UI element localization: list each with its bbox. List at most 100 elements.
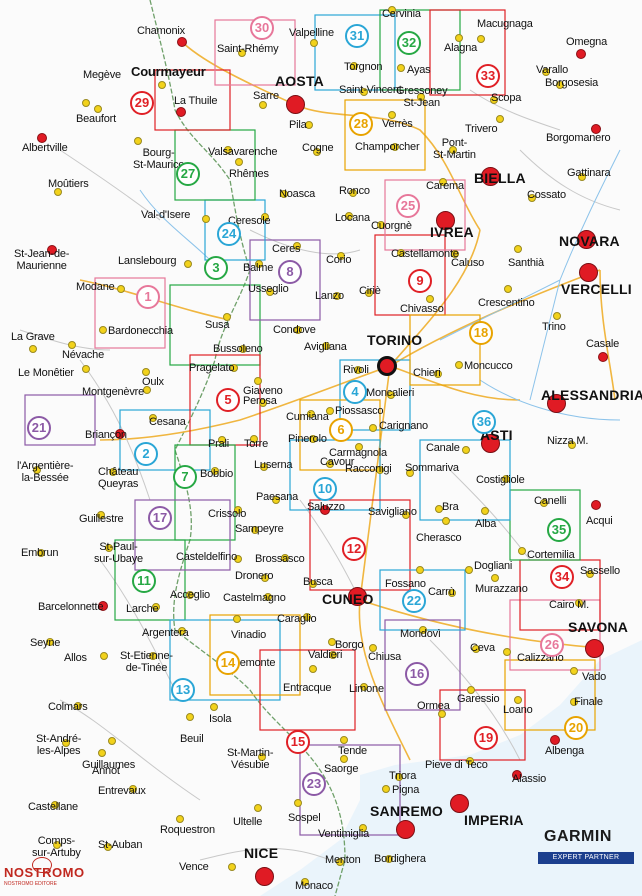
sheet-number-badge[interactable]: 32 [397, 31, 421, 55]
sheet-number-badge[interactable]: 27 [176, 162, 200, 186]
town-dot [466, 757, 474, 765]
city-dot [576, 229, 596, 249]
town-label: Brossasco [255, 553, 305, 565]
town-label: Pinerolo [288, 433, 327, 445]
sheet-number-badge[interactable]: 19 [474, 726, 498, 750]
sheet-number-badge[interactable]: 35 [547, 518, 571, 542]
town-dot [448, 589, 456, 597]
sheet-number-badge[interactable]: 8 [278, 260, 302, 284]
town-dot [74, 702, 82, 710]
sheet-frame [314, 14, 396, 91]
sheet-number-badge[interactable]: 23 [302, 772, 326, 796]
town-label: Monaco [295, 880, 333, 892]
sheet-number-badge[interactable]: 3 [204, 256, 228, 280]
town-dot [438, 710, 446, 718]
town-dot [340, 736, 348, 744]
town-label: Avigliana [304, 341, 347, 353]
town-dot-red [320, 505, 330, 515]
sheet-number-badge[interactable]: 13 [171, 678, 195, 702]
sheet-number-badge[interactable]: 1 [136, 285, 160, 309]
town-label: Albenga [545, 745, 584, 757]
town-label: Nizza M. [547, 435, 589, 447]
sheet-number-badge[interactable]: 33 [476, 64, 500, 88]
town-dot [235, 158, 243, 166]
sheet-number-badge[interactable]: 12 [342, 537, 366, 561]
town-dot [490, 96, 498, 104]
sheet-number-badge[interactable]: 15 [286, 730, 310, 754]
sheet-number-badge[interactable]: 7 [173, 465, 197, 489]
town-label: Courmayeur [131, 64, 206, 79]
sheet-number-badge[interactable]: 24 [217, 222, 241, 246]
sheet-frame [114, 539, 186, 621]
town-dot [340, 755, 348, 763]
town-dot [53, 841, 61, 849]
sheet-number-badge[interactable]: 25 [396, 194, 420, 218]
sheet-number-badge[interactable]: 6 [329, 418, 353, 442]
town-label: Valdieri [308, 649, 343, 661]
town-dot [301, 878, 309, 886]
town-label: La Grave [11, 331, 55, 343]
sheet-number-badge[interactable]: 11 [132, 569, 156, 593]
town-label: Canelli [534, 495, 567, 507]
town-dot [211, 467, 219, 475]
town-label: Demonte [232, 657, 276, 669]
town-label: Champorcher [355, 141, 420, 153]
sheet-number-badge[interactable]: 30 [250, 16, 274, 40]
town-label: Cairo M. [549, 599, 589, 611]
sheet-number-badge[interactable]: 14 [216, 651, 240, 675]
town-label: Sassello [580, 565, 620, 577]
town-dot [228, 863, 236, 871]
town-label: VERCELLI [561, 281, 632, 297]
town-dot [328, 638, 336, 646]
town-dot [258, 753, 266, 761]
sheet-number-badge[interactable]: 20 [564, 716, 588, 740]
city-dot [584, 638, 604, 658]
sheet-number-badge[interactable]: 29 [130, 91, 154, 115]
town-label: Roquestron [160, 824, 215, 836]
sheet-number-badge[interactable]: 10 [313, 477, 337, 501]
town-dot [142, 368, 150, 376]
sheet-frame [384, 179, 466, 251]
town-label: Cervinia [382, 8, 421, 20]
town-dot [514, 245, 522, 253]
sheet-number-badge[interactable]: 22 [402, 589, 426, 613]
sheet-number-badge[interactable]: 36 [472, 410, 496, 434]
sheet-number-badge[interactable]: 2 [134, 442, 158, 466]
sheet-number-badge[interactable]: 17 [148, 506, 172, 530]
sheet-number-badge[interactable]: 28 [349, 112, 373, 136]
sheet-number-badge[interactable]: 4 [343, 380, 367, 404]
town-label: Alassio [512, 773, 547, 785]
town-dot-red [591, 500, 601, 510]
town-dot-red [177, 37, 187, 47]
town-dot [388, 111, 396, 119]
town-dot [503, 648, 511, 656]
town-label: AOSTA [275, 73, 324, 89]
town-label: Modane [76, 281, 115, 293]
town-label: Chieri [413, 367, 441, 379]
sheet-number-badge[interactable]: 5 [216, 388, 240, 412]
town-dot [149, 414, 157, 422]
town-dot [514, 696, 522, 704]
town-dot [99, 326, 107, 334]
town-dot [152, 603, 160, 611]
sheet-frame [94, 277, 166, 349]
town-dot [98, 749, 106, 757]
sheet-number-badge[interactable]: 16 [405, 662, 429, 686]
sheet-number-badge[interactable]: 18 [469, 321, 493, 345]
town-dot [359, 824, 367, 832]
sheet-number-badge[interactable]: 34 [550, 565, 574, 589]
sheet-frame [439, 689, 526, 761]
town-dot [568, 441, 576, 449]
sheet-number-badge[interactable]: 26 [540, 633, 564, 657]
town-label: Allos [64, 652, 87, 664]
logo-subtitle: NOSTROMO EDITORE [4, 881, 57, 887]
town-label: Racconigi [345, 463, 392, 475]
city-dot [578, 262, 598, 282]
sheet-number-badge[interactable]: 31 [345, 24, 369, 48]
sheet-number-badge[interactable]: 21 [27, 416, 51, 440]
sheet-number-badge[interactable]: 9 [408, 269, 432, 293]
minor-road [469, 89, 561, 131]
town-label: Megève [83, 69, 121, 81]
town-label: Albertville [22, 142, 68, 154]
